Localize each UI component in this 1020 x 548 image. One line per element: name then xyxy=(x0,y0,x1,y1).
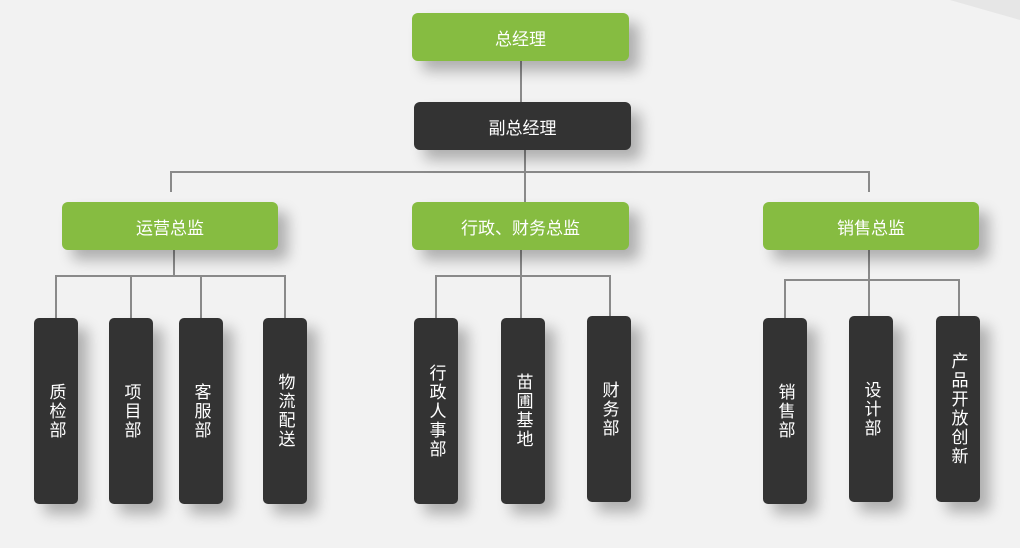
node-label: 行政、财务总监 xyxy=(461,218,580,239)
node-department: 销售部 xyxy=(763,318,807,504)
node-sales-director: 销售总监 xyxy=(763,202,979,250)
node-label: 总经理 xyxy=(495,29,546,50)
connector-directors-bar xyxy=(170,171,870,192)
node-admin-finance-director: 行政、财务总监 xyxy=(412,202,629,250)
node-label: 设计部 xyxy=(860,380,881,438)
node-deputy-general-manager: 副总经理 xyxy=(414,102,631,150)
node-department: 项目部 xyxy=(109,318,153,504)
node-label: 苗圃基地 xyxy=(512,373,533,449)
node-department: 苗圃基地 xyxy=(501,318,545,504)
node-department: 物流配送 xyxy=(263,318,307,504)
node-department: 财务部 xyxy=(587,316,631,502)
node-general-manager: 总经理 xyxy=(412,13,629,61)
node-label: 物流配送 xyxy=(274,373,295,449)
node-label: 副总经理 xyxy=(488,118,557,139)
corner-decoration xyxy=(950,0,1020,20)
node-label: 项目部 xyxy=(120,382,141,440)
connector-sales-bar xyxy=(784,279,960,318)
node-label: 质检部 xyxy=(45,382,66,440)
node-department: 质检部 xyxy=(34,318,78,504)
node-department: 产品开放创新 xyxy=(936,316,980,502)
node-department: 行政人事部 xyxy=(414,318,458,504)
node-department: 设计部 xyxy=(849,316,893,502)
node-department: 客服部 xyxy=(179,318,223,504)
node-label: 运营总监 xyxy=(136,218,204,239)
node-operations-director: 运营总监 xyxy=(62,202,278,250)
node-label: 产品开放创新 xyxy=(947,352,968,466)
connector-admin-bar xyxy=(435,275,611,318)
node-label: 行政人事部 xyxy=(425,363,446,459)
node-label: 销售总监 xyxy=(837,218,905,239)
connector-ops-bar xyxy=(55,275,286,318)
node-label: 财务部 xyxy=(598,380,619,438)
node-label: 客服部 xyxy=(190,382,211,440)
node-label: 销售部 xyxy=(774,382,795,440)
